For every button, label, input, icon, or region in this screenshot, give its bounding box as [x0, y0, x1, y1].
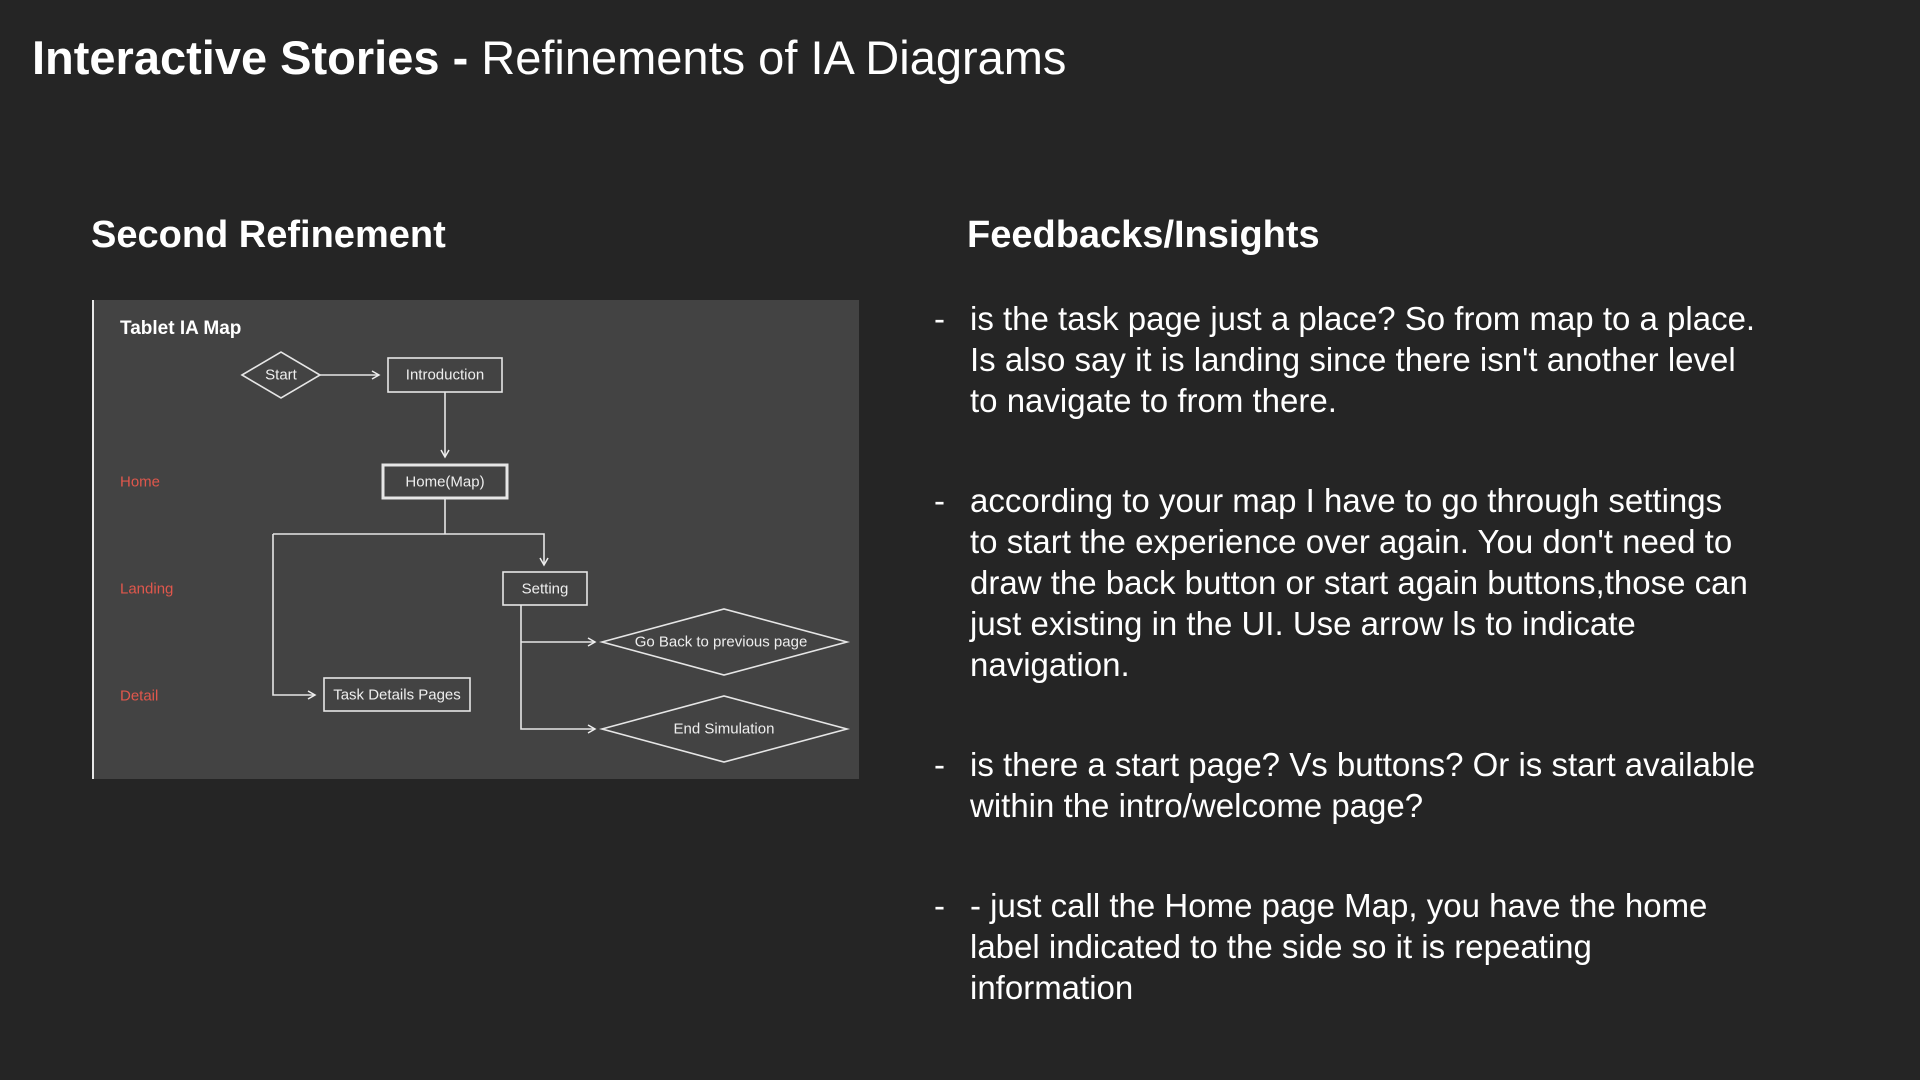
goback-node	[598, 608, 851, 676]
level-home: Home	[120, 474, 160, 491]
task-node	[323, 677, 471, 712]
bullet-dash: -	[934, 300, 945, 337]
task-label: Task Details Pages	[333, 687, 461, 704]
second-refinement-heading: Second Refinement	[91, 214, 446, 256]
page-title: Interactive Stories - Refinements of IA …	[32, 31, 1067, 84]
ia-diagram: Start Introduction Home(Map) Setting Tas…	[92, 300, 859, 779]
level-landing: Landing	[120, 581, 173, 598]
bullet-dash: -	[934, 746, 945, 783]
bullet-dash: -	[934, 482, 945, 519]
home-label: Home(Map)	[405, 474, 484, 491]
edge-home-task	[272, 534, 317, 700]
end-node	[598, 695, 851, 763]
setting-node	[502, 571, 588, 606]
feedback-heading: Feedbacks/Insights	[967, 214, 1320, 256]
level-detail: Detail	[120, 688, 158, 705]
edge-home-setting	[273, 533, 549, 567]
setting-label: Setting	[522, 581, 569, 598]
end-label: End Simulation	[674, 721, 775, 738]
bullet-dash: -	[934, 887, 945, 924]
diagram-title: Tablet IA Map	[120, 318, 241, 339]
intro-label: Introduction	[406, 367, 484, 384]
start-label: Start	[265, 367, 298, 384]
goback-label: Go Back to previous page	[635, 634, 808, 651]
edge-setting-end	[520, 605, 597, 734]
